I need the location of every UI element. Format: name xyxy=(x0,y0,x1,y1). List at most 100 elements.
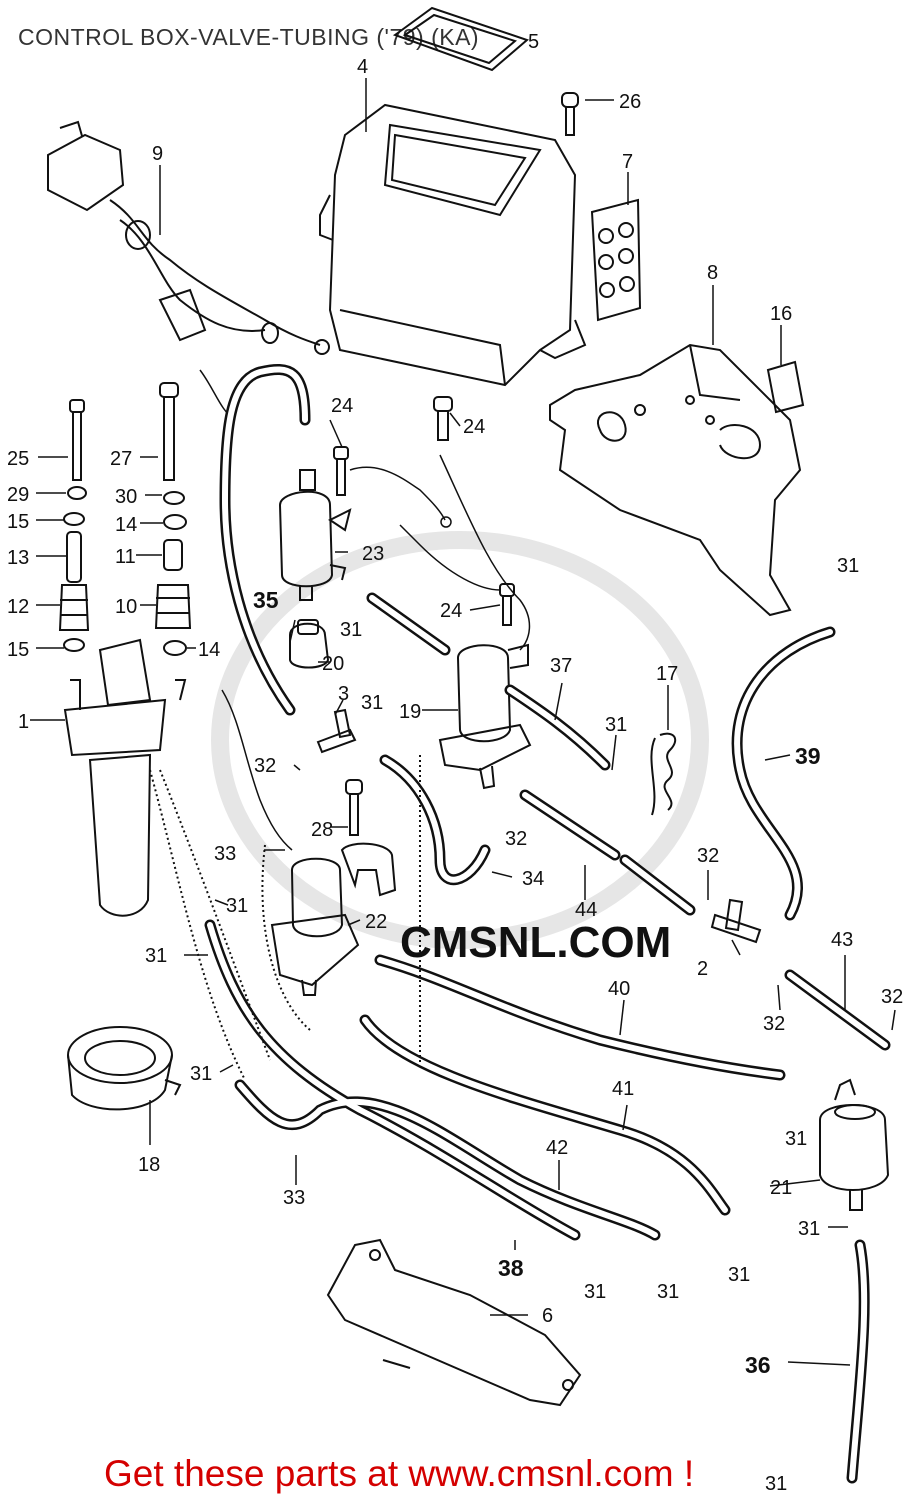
callout-31-j: 31 xyxy=(728,1264,750,1286)
callout-24-c: 24 xyxy=(440,600,462,622)
part-6-plate xyxy=(326,1238,582,1407)
part-30-washer xyxy=(163,491,185,505)
callout-14-b: 14 xyxy=(198,639,220,661)
callout-19: 19 xyxy=(399,701,421,723)
part-11-collar xyxy=(163,539,183,571)
part-10-grommet xyxy=(154,584,192,629)
callout-12: 12 xyxy=(7,596,29,618)
callout-6: 6 xyxy=(542,1305,553,1327)
part-27-bolt xyxy=(159,382,179,481)
part-25-bolt xyxy=(69,399,85,481)
callout-27: 27 xyxy=(110,448,132,470)
part-8-bracket xyxy=(549,343,802,617)
callout-37: 37 xyxy=(550,655,572,677)
callout-31-d: 31 xyxy=(837,555,859,577)
callout-23: 23 xyxy=(362,543,384,565)
part-19-solenoid xyxy=(438,643,532,790)
part-20-cap xyxy=(289,619,330,669)
callout-32-e: 32 xyxy=(763,1013,785,1035)
callout-40: 40 xyxy=(608,978,630,1000)
callout-24-b: 24 xyxy=(463,416,485,438)
part-28-bolt xyxy=(345,779,363,836)
callout-41: 41 xyxy=(612,1078,634,1100)
callout-43: 43 xyxy=(831,929,853,951)
callout-1: 1 xyxy=(18,711,29,733)
callout-28: 28 xyxy=(311,819,333,841)
part-14-washer xyxy=(163,514,187,656)
callout-36: 36 xyxy=(745,1352,771,1378)
callout-32-c: 32 xyxy=(697,845,719,867)
part-13-collar xyxy=(66,531,82,583)
part-5-cover-plate xyxy=(392,6,529,72)
callout-15-b: 15 xyxy=(7,639,29,661)
watermark: CMSNL.COM xyxy=(211,531,709,967)
part-12-grommet xyxy=(58,584,90,631)
part-7-tube-holder xyxy=(590,198,642,322)
callout-13: 13 xyxy=(7,547,29,569)
watermark-text: CMSNL.COM xyxy=(400,918,671,967)
callout-32-b: 32 xyxy=(505,828,527,850)
callout-4: 4 xyxy=(357,56,368,78)
callout-10: 10 xyxy=(115,596,137,618)
callout-18: 18 xyxy=(138,1154,160,1176)
callout-35: 35 xyxy=(253,587,279,613)
leader-lines xyxy=(30,78,896,1366)
callout-31-c: 31 xyxy=(605,714,627,736)
part-22-solenoid xyxy=(270,842,397,996)
callout-30: 30 xyxy=(115,486,137,508)
callout-31-a: 31 xyxy=(340,619,362,641)
callout-24-a: 24 xyxy=(331,395,353,417)
part-2-tee xyxy=(710,898,762,944)
callout-31-l: 31 xyxy=(657,1281,679,1303)
callout-8: 8 xyxy=(707,262,718,284)
callout-26: 26 xyxy=(619,91,641,113)
part-3-tee xyxy=(316,708,357,754)
callout-20: 20 xyxy=(322,653,344,675)
part-23-solenoid xyxy=(278,469,352,601)
callout-31-e: 31 xyxy=(226,895,248,917)
callout-32-d: 32 xyxy=(881,986,903,1008)
callouts: 5 4 26 9 7 8 16 24 24 24 25 27 29 30 15 … xyxy=(7,31,903,1495)
part-29-washer xyxy=(67,486,87,500)
callout-44: 44 xyxy=(575,899,597,921)
wiring-leads xyxy=(199,369,531,851)
callout-31-b: 31 xyxy=(361,692,383,714)
callout-22: 22 xyxy=(365,911,387,933)
callout-21: 21 xyxy=(770,1177,792,1199)
part-26-screw xyxy=(561,92,579,136)
part-24-bolt xyxy=(333,396,515,626)
footer-link[interactable]: Get these parts at www.cmsnl.com ! xyxy=(104,1453,695,1494)
part-9-harness xyxy=(47,120,330,355)
callout-31-i: 31 xyxy=(798,1218,820,1240)
callout-31-k: 31 xyxy=(584,1281,606,1303)
callout-31-m: 31 xyxy=(765,1473,787,1495)
callout-15-a: 15 xyxy=(7,511,29,533)
callout-9: 9 xyxy=(152,143,163,165)
callout-17: 17 xyxy=(656,663,678,685)
callout-32-a: 32 xyxy=(254,755,276,777)
callout-29: 29 xyxy=(7,484,29,506)
part-16-pad xyxy=(766,360,805,414)
callout-38: 38 xyxy=(498,1255,524,1281)
callout-31-h: 31 xyxy=(785,1128,807,1150)
part-17-clamp xyxy=(650,732,677,816)
callout-39: 39 xyxy=(795,743,821,769)
callout-2: 2 xyxy=(697,958,708,980)
callout-11: 11 xyxy=(115,546,136,568)
callout-7: 7 xyxy=(622,151,633,173)
part-18-ring xyxy=(67,1026,182,1111)
callout-31-f: 31 xyxy=(145,945,167,967)
callout-33-a: 33 xyxy=(214,843,236,865)
part-4-control-box-cover xyxy=(319,103,587,387)
callout-14-a: 14 xyxy=(115,514,137,536)
callout-5: 5 xyxy=(528,31,539,53)
callout-3: 3 xyxy=(338,683,349,705)
callout-25: 25 xyxy=(7,448,29,470)
callout-16: 16 xyxy=(770,303,792,325)
part-1-valve xyxy=(63,638,187,917)
part-15-washer xyxy=(63,512,85,652)
callout-31-g: 31 xyxy=(190,1063,212,1085)
callout-42: 42 xyxy=(546,1137,568,1159)
callout-33-b: 33 xyxy=(283,1187,305,1209)
